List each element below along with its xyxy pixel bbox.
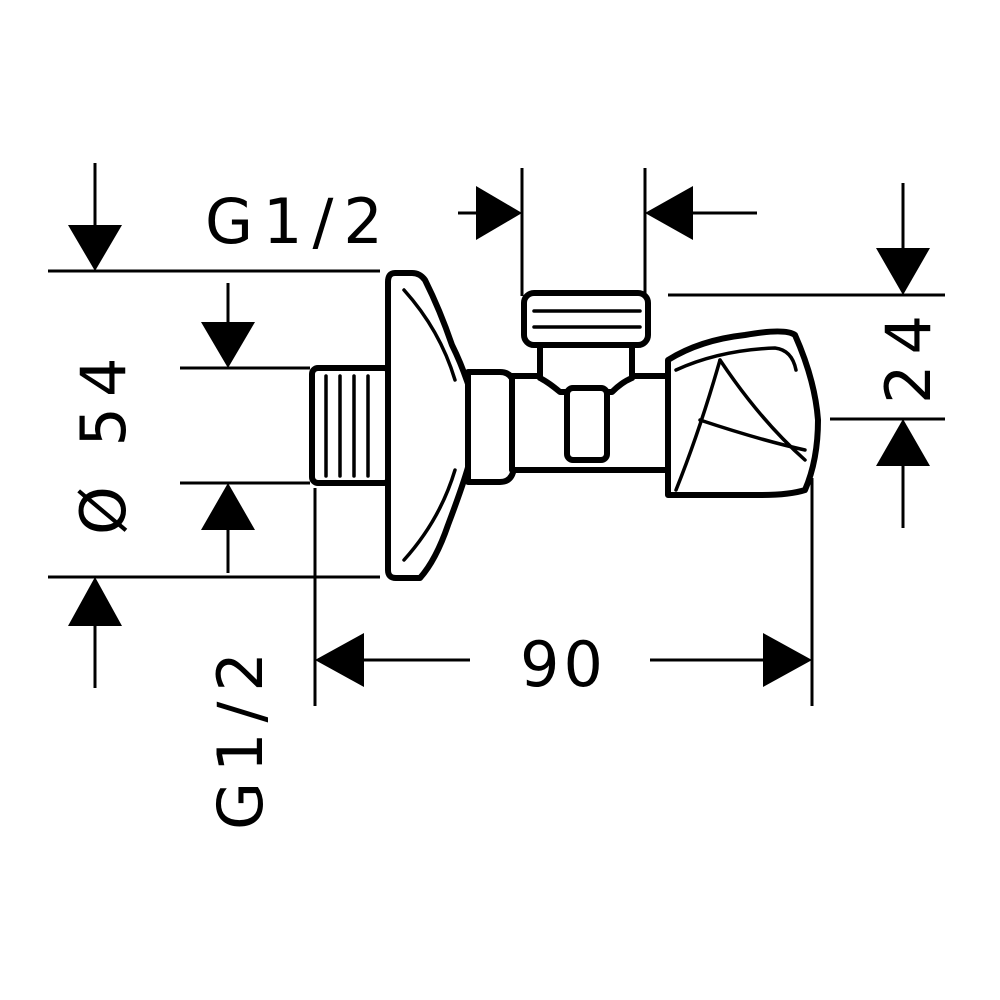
arrow-down-icon: [876, 248, 930, 295]
arrow-left-icon: [645, 186, 693, 240]
overall-length-dimension: 90: [313, 478, 814, 706]
arrow-left-icon: [315, 633, 364, 687]
arrow-right-icon: [476, 186, 522, 240]
arrow-up-icon: [876, 419, 930, 466]
side-thread-dimension: G1/2: [180, 283, 310, 830]
outlet-nut: [521, 290, 651, 395]
top-thread-dimension: G1/2: [205, 168, 757, 296]
flange-diameter-dimension: Ø 54: [48, 163, 380, 688]
arrow-down-icon: [201, 322, 255, 368]
angle-valve: [309, 270, 821, 581]
handle-offset-dimension: 24: [668, 183, 945, 528]
handle-offset-label: 24: [872, 305, 945, 404]
arrow-up-icon: [68, 577, 122, 626]
handle-knob: [665, 328, 821, 498]
threaded-inlet: [309, 365, 393, 486]
side-thread-label: G1/2: [204, 642, 277, 830]
spindle-slot: [564, 385, 610, 463]
top-thread-label: G1/2: [205, 185, 393, 258]
overall-length-label: 90: [520, 628, 607, 701]
arrow-down-icon: [68, 225, 122, 271]
flange-diameter-label: Ø 54: [67, 348, 140, 535]
rosette-flange: [385, 270, 473, 581]
arrow-up-icon: [201, 483, 255, 530]
valve-neck: [465, 369, 517, 485]
arrow-right-icon: [763, 633, 812, 687]
